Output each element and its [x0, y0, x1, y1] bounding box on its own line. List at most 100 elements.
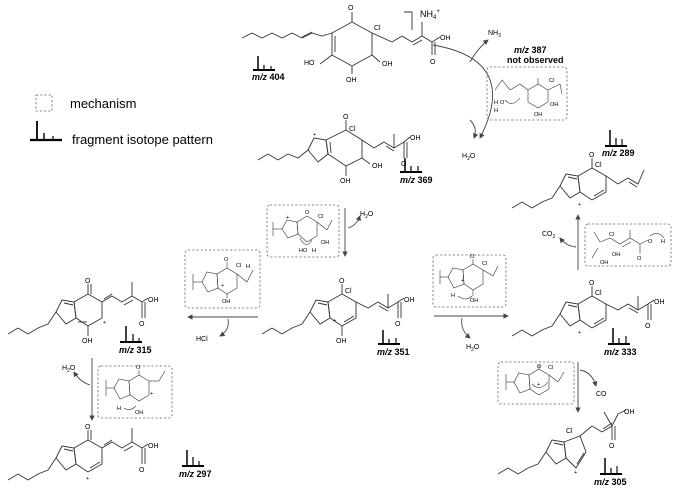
loss-co-label: CO: [596, 391, 607, 398]
atom-o: O: [85, 278, 91, 285]
atom-o: O: [430, 59, 436, 66]
mz-label-351: m/z 351: [377, 347, 410, 357]
loss-hcl-label: HCl: [196, 336, 208, 343]
isotope-pattern-m297-icon: [182, 450, 204, 467]
mechanism-structure-333-289: [591, 230, 665, 259]
mechanism-structure-369-351: [272, 215, 333, 245]
molecule-m289: [511, 158, 645, 209]
legend-isotope-pattern-icon: [30, 121, 62, 142]
atom-o: O: [645, 323, 651, 330]
charge-plus: +: [461, 278, 464, 284]
isotope-pattern-m315-icon: [120, 326, 142, 343]
mz-label-387: m/z 387: [514, 45, 547, 55]
atom-ho: HO: [299, 248, 308, 254]
arrow-loss-h2o-4: [73, 371, 91, 386]
mechanism-box-351-333: [432, 254, 507, 308]
mechanism-structure-333-305: [505, 365, 565, 396]
atom-oh: OH: [372, 163, 383, 170]
isotope-pattern-m369-icon: [400, 158, 422, 173]
mechanism-structure-315-297: [105, 370, 166, 410]
atom-oh: OH: [404, 297, 415, 304]
atom-o: O: [401, 161, 407, 168]
arrow-loss-h2o-2: [347, 215, 361, 229]
arrow-loss-co: [579, 369, 598, 387]
atom-cl: Cl: [374, 25, 381, 32]
atom-o: O: [589, 280, 595, 287]
atom-cl: Cl: [549, 78, 554, 84]
atom-o: O: [305, 210, 310, 216]
loss-h2o-label: H2O: [466, 344, 480, 353]
atom-cl: Cl: [482, 261, 487, 267]
mz-label-305: m/z 305: [594, 477, 627, 487]
molecule-m333: [511, 286, 655, 337]
isotope-pattern-m351-icon: [378, 330, 400, 345]
atom-oh: OH: [222, 299, 230, 305]
atom-oh: OH: [148, 443, 159, 450]
atom-o: O: [395, 321, 401, 328]
mechanism-structure-351-333: [439, 259, 499, 300]
atom-h: H: [494, 100, 498, 106]
molecule-m369: [257, 120, 411, 176]
mz-label-333: m/z 333: [604, 347, 637, 357]
atom-h: H: [451, 293, 455, 299]
atom-oh: OH: [534, 112, 542, 118]
atom-h: H: [246, 264, 250, 270]
molecule-m305: [497, 409, 627, 475]
atom-cl: Cl: [349, 126, 356, 133]
not-observed-label: not observed: [507, 55, 564, 65]
arrow-loss-h2o-1: [469, 119, 479, 139]
atom-o: O: [609, 443, 615, 450]
atom-o: O: [589, 152, 595, 159]
atom-oh: OH: [600, 260, 608, 266]
molecule-m315: [7, 282, 149, 336]
arrow-loss-h2o-3: [461, 317, 471, 339]
isotope-pattern-m333-icon: [608, 328, 630, 345]
mechanism-box-315-297: [97, 365, 173, 419]
charge-plus: +: [578, 330, 581, 336]
atom-cl: Cl: [318, 214, 323, 220]
charge-plus: +: [221, 283, 224, 289]
mechanism-structure-387: [494, 78, 563, 109]
atom-h: H: [312, 248, 316, 254]
atom-cl: Cl: [236, 263, 241, 269]
legend: mechanism fragment isotope pattern: [30, 94, 213, 147]
atom-o: O: [637, 256, 642, 262]
atom-o: O: [139, 467, 145, 474]
charge-plus: +: [574, 470, 577, 476]
legend-mechanism-box-icon: [35, 94, 53, 112]
charge-plus: +: [286, 215, 289, 221]
atom-oh: OH: [624, 409, 635, 416]
atom-h: H: [117, 406, 121, 412]
isotope-pattern-m404-icon: [253, 56, 275, 71]
atom-cl: Cl: [345, 288, 352, 295]
atom-cl: Cl: [609, 232, 614, 238]
mz-label-369: m/z 369: [400, 175, 433, 185]
atom-o: O: [648, 239, 653, 245]
atom-ho: HO: [304, 60, 315, 67]
mechanism-box-351-315: [184, 249, 261, 309]
atom-oh: OH: [410, 135, 421, 142]
atom-oh: OH: [82, 338, 93, 345]
atom-oh: OH: [148, 297, 159, 304]
charge-plus: +: [313, 132, 316, 138]
atom-oh: OH: [346, 77, 357, 84]
legend-mechanism-label: mechanism: [70, 96, 136, 111]
atom-cl: Cl: [595, 290, 602, 297]
atom-o: O: [537, 364, 542, 370]
arrow-404-to-369: [432, 44, 494, 139]
mechanism-structure-351-315: [192, 262, 254, 298]
atom-o: O: [470, 254, 475, 260]
atom-oh: OH: [654, 299, 665, 306]
charge-plus: +: [578, 202, 581, 208]
arrow-loss-co2: [559, 237, 577, 248]
loss-nh3-label: NH3: [488, 30, 501, 39]
atom-oh: OH: [382, 61, 393, 68]
atom-oh: OH: [340, 178, 351, 185]
atom-h: H: [661, 239, 665, 245]
isotope-pattern-m305-icon: [600, 458, 622, 475]
atom-oh: OH: [440, 35, 451, 42]
adduct-bracket: [404, 11, 413, 30]
charge-plus: +: [103, 320, 106, 326]
loss-co2-label: CO2: [542, 231, 556, 240]
